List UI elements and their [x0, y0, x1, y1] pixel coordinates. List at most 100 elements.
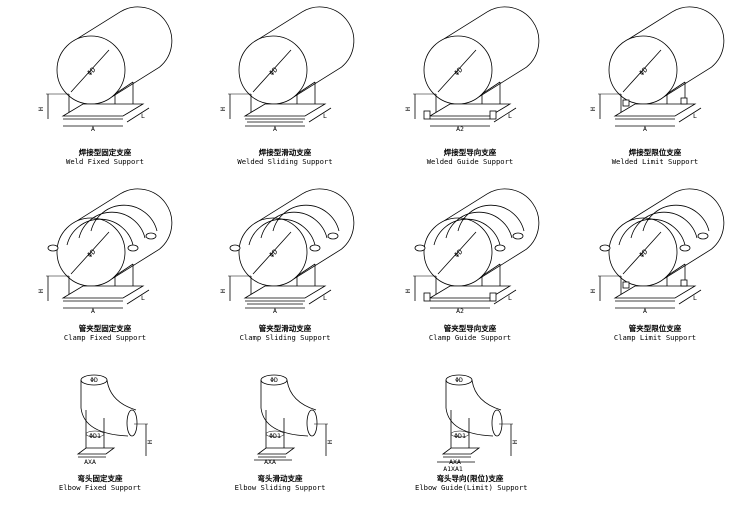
- caption-chinese: 管夹型固定支座: [78, 324, 132, 333]
- base-plate: [613, 285, 697, 299]
- caption-english: Clamp Fixed Support: [63, 333, 147, 342]
- elbow-diameter-label: ΦD: [270, 376, 278, 384]
- h-dim-label: H: [219, 289, 227, 293]
- clamp-ear-rear: [697, 232, 709, 240]
- l-dim-label: L: [508, 294, 512, 302]
- elbow-side-opening: [306, 409, 318, 437]
- base-plate: [243, 285, 327, 299]
- clamp-band: [272, 204, 340, 232]
- caption-chinese: 焊接型固定支座: [78, 148, 132, 157]
- support-leg-top: [481, 263, 501, 277]
- elbow-base-plate: [76, 447, 116, 455]
- caption-english: Clamp Sliding Support: [239, 333, 331, 342]
- clamp-band: [618, 218, 686, 246]
- clamp-ear-left: [229, 244, 241, 252]
- caption-chinese: 弯头滑动支座: [257, 474, 303, 483]
- guide-stop-left: [423, 110, 431, 120]
- caption-english: Clamp Guide Support: [428, 333, 512, 342]
- h-dim-label: H: [404, 107, 412, 111]
- caption-english: Welded Guide Support: [426, 157, 514, 166]
- clamp-ear-rear: [327, 232, 339, 240]
- caption-english: Elbow Sliding Support: [234, 483, 326, 492]
- axa-label: AXA: [449, 458, 461, 466]
- h-dim-label: H: [37, 107, 45, 111]
- caption-english: Weld Fixed Support: [66, 157, 144, 166]
- diameter-line: [70, 49, 110, 93]
- caption-chinese: 弯头固定支座: [77, 474, 123, 483]
- l-dim-line: [678, 289, 702, 305]
- base-plate: [61, 103, 145, 117]
- l-dim-line: [493, 289, 517, 305]
- a-dim-label: A: [643, 125, 647, 133]
- clamp-ear-right: [127, 244, 139, 252]
- caption-chinese: 焊接型滑动支座: [258, 148, 312, 157]
- column-section: [85, 430, 105, 438]
- diameter-line: [622, 49, 662, 93]
- support-leg-top: [481, 81, 501, 95]
- column-diameter-label: ΦD1: [89, 432, 101, 440]
- caption-english: Elbow Fixed Support: [58, 483, 142, 492]
- diameter-label: ΦD: [86, 248, 98, 260]
- clamp-band: [260, 211, 328, 239]
- clamp-band: [90, 204, 158, 232]
- h-dim-label: H: [37, 289, 45, 293]
- l-dim-label: L: [141, 112, 145, 120]
- clamp-ear-left: [599, 244, 611, 252]
- support-leg-top: [666, 81, 686, 95]
- column-section: [265, 430, 285, 438]
- support-leg-top: [114, 263, 134, 277]
- diameter-label: ΦD: [453, 66, 465, 78]
- base-plate: [428, 103, 512, 117]
- diameter-label: ΦD: [86, 66, 98, 78]
- clamp-ear-rear: [145, 232, 157, 240]
- caption-english: Clamp Limit Support: [613, 333, 697, 342]
- h-dim-label: H: [404, 289, 412, 293]
- elbow-base-plate: [441, 447, 481, 455]
- a-dim-label: A: [273, 125, 277, 133]
- diameter-line: [437, 231, 477, 275]
- elbow-h-label: H: [146, 440, 154, 444]
- axa-label: AXA: [264, 458, 276, 466]
- clamp-band: [642, 204, 710, 232]
- clamp-ear-right: [494, 244, 506, 252]
- column-section: [450, 430, 470, 438]
- diameter-line: [252, 231, 292, 275]
- l-dim-label: L: [508, 112, 512, 120]
- diameter-line: [70, 231, 110, 275]
- caption-chinese: 管夹型限位支座: [628, 324, 682, 333]
- column-diameter-label: ΦD1: [269, 432, 281, 440]
- clamp-band: [457, 204, 525, 232]
- limit-stop-b: [680, 279, 688, 287]
- l-dim-line: [493, 107, 517, 123]
- guide-stop-right: [489, 292, 497, 302]
- elbow-side-opening: [491, 409, 503, 437]
- base-plate: [428, 285, 512, 299]
- clamp-band: [630, 211, 698, 239]
- l-dim-label: L: [323, 112, 327, 120]
- clamp-ear-right: [679, 244, 691, 252]
- a1xa1-label: A1XA1: [443, 465, 463, 473]
- l-dim-line: [678, 107, 702, 123]
- elbow-side-opening: [126, 409, 138, 437]
- clamp-ear-left: [47, 244, 59, 252]
- caption-english: Elbow Guide(Limit) Support: [415, 483, 528, 492]
- limit-stop-b: [680, 97, 688, 105]
- l-dim-line: [126, 107, 150, 123]
- clamp-ear-right: [309, 244, 321, 252]
- a-dim-label: A: [91, 307, 95, 315]
- column-diameter-label: ΦD1: [454, 432, 466, 440]
